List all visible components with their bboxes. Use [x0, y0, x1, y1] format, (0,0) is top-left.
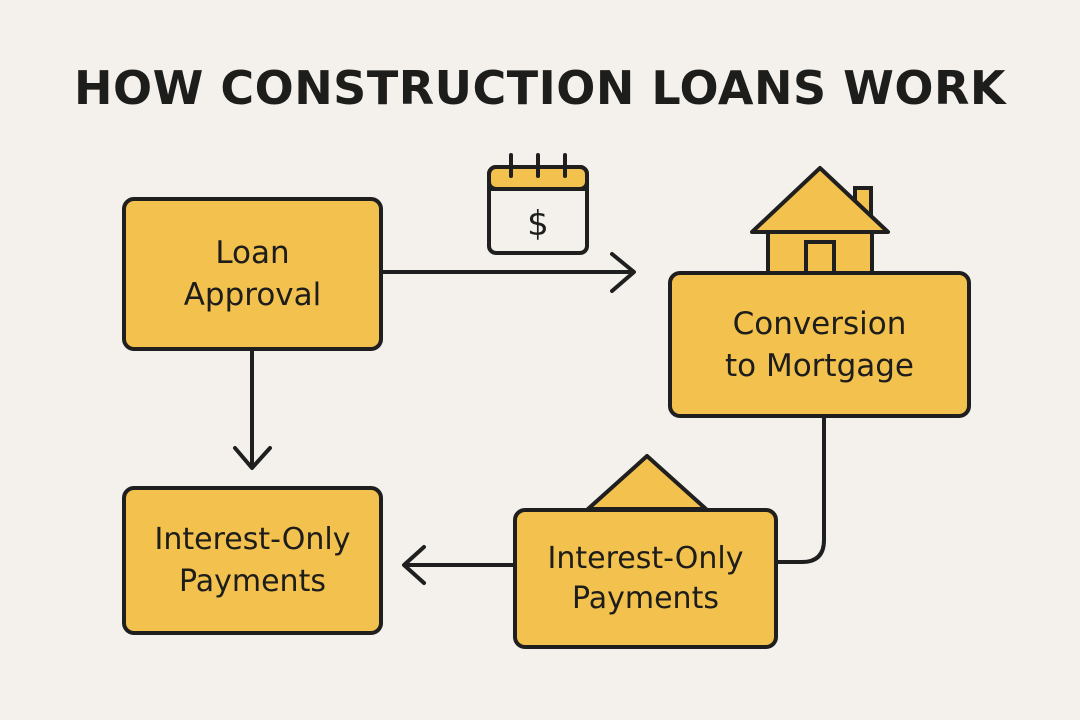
interest-only-label-left: Interest-Only Payments: [154, 521, 351, 599]
house-icon: [750, 166, 890, 276]
conversion-to-mortgage-box: Conversion to Mortgage: [668, 271, 971, 418]
loan-approval-box: Loan Approval: [122, 197, 383, 351]
arrow-interest-right-to-left: [402, 545, 513, 585]
loan-approval-label: Loan Approval: [183, 235, 322, 313]
interest-only-payments-box-right: Interest-Only Payments: [513, 508, 778, 649]
interest-only-payments-box-left: Interest-Only Payments: [122, 486, 383, 635]
roof-icon: [586, 454, 708, 511]
calendar-dollar-icon: $: [487, 153, 589, 255]
interest-only-label-right: Interest-Only Payments: [547, 540, 744, 616]
diagram-title: HOW CONSTRUCTION LOANS WORK: [73, 61, 1007, 115]
arrow-approval-to-interest: [233, 351, 272, 470]
connector-conversion-to-interest: [778, 418, 826, 564]
conversion-label: Conversion to Mortgage: [724, 305, 914, 384]
arrow-approval-to-conversion: [383, 252, 636, 293]
calendar-dollar-symbol: $: [527, 204, 549, 244]
